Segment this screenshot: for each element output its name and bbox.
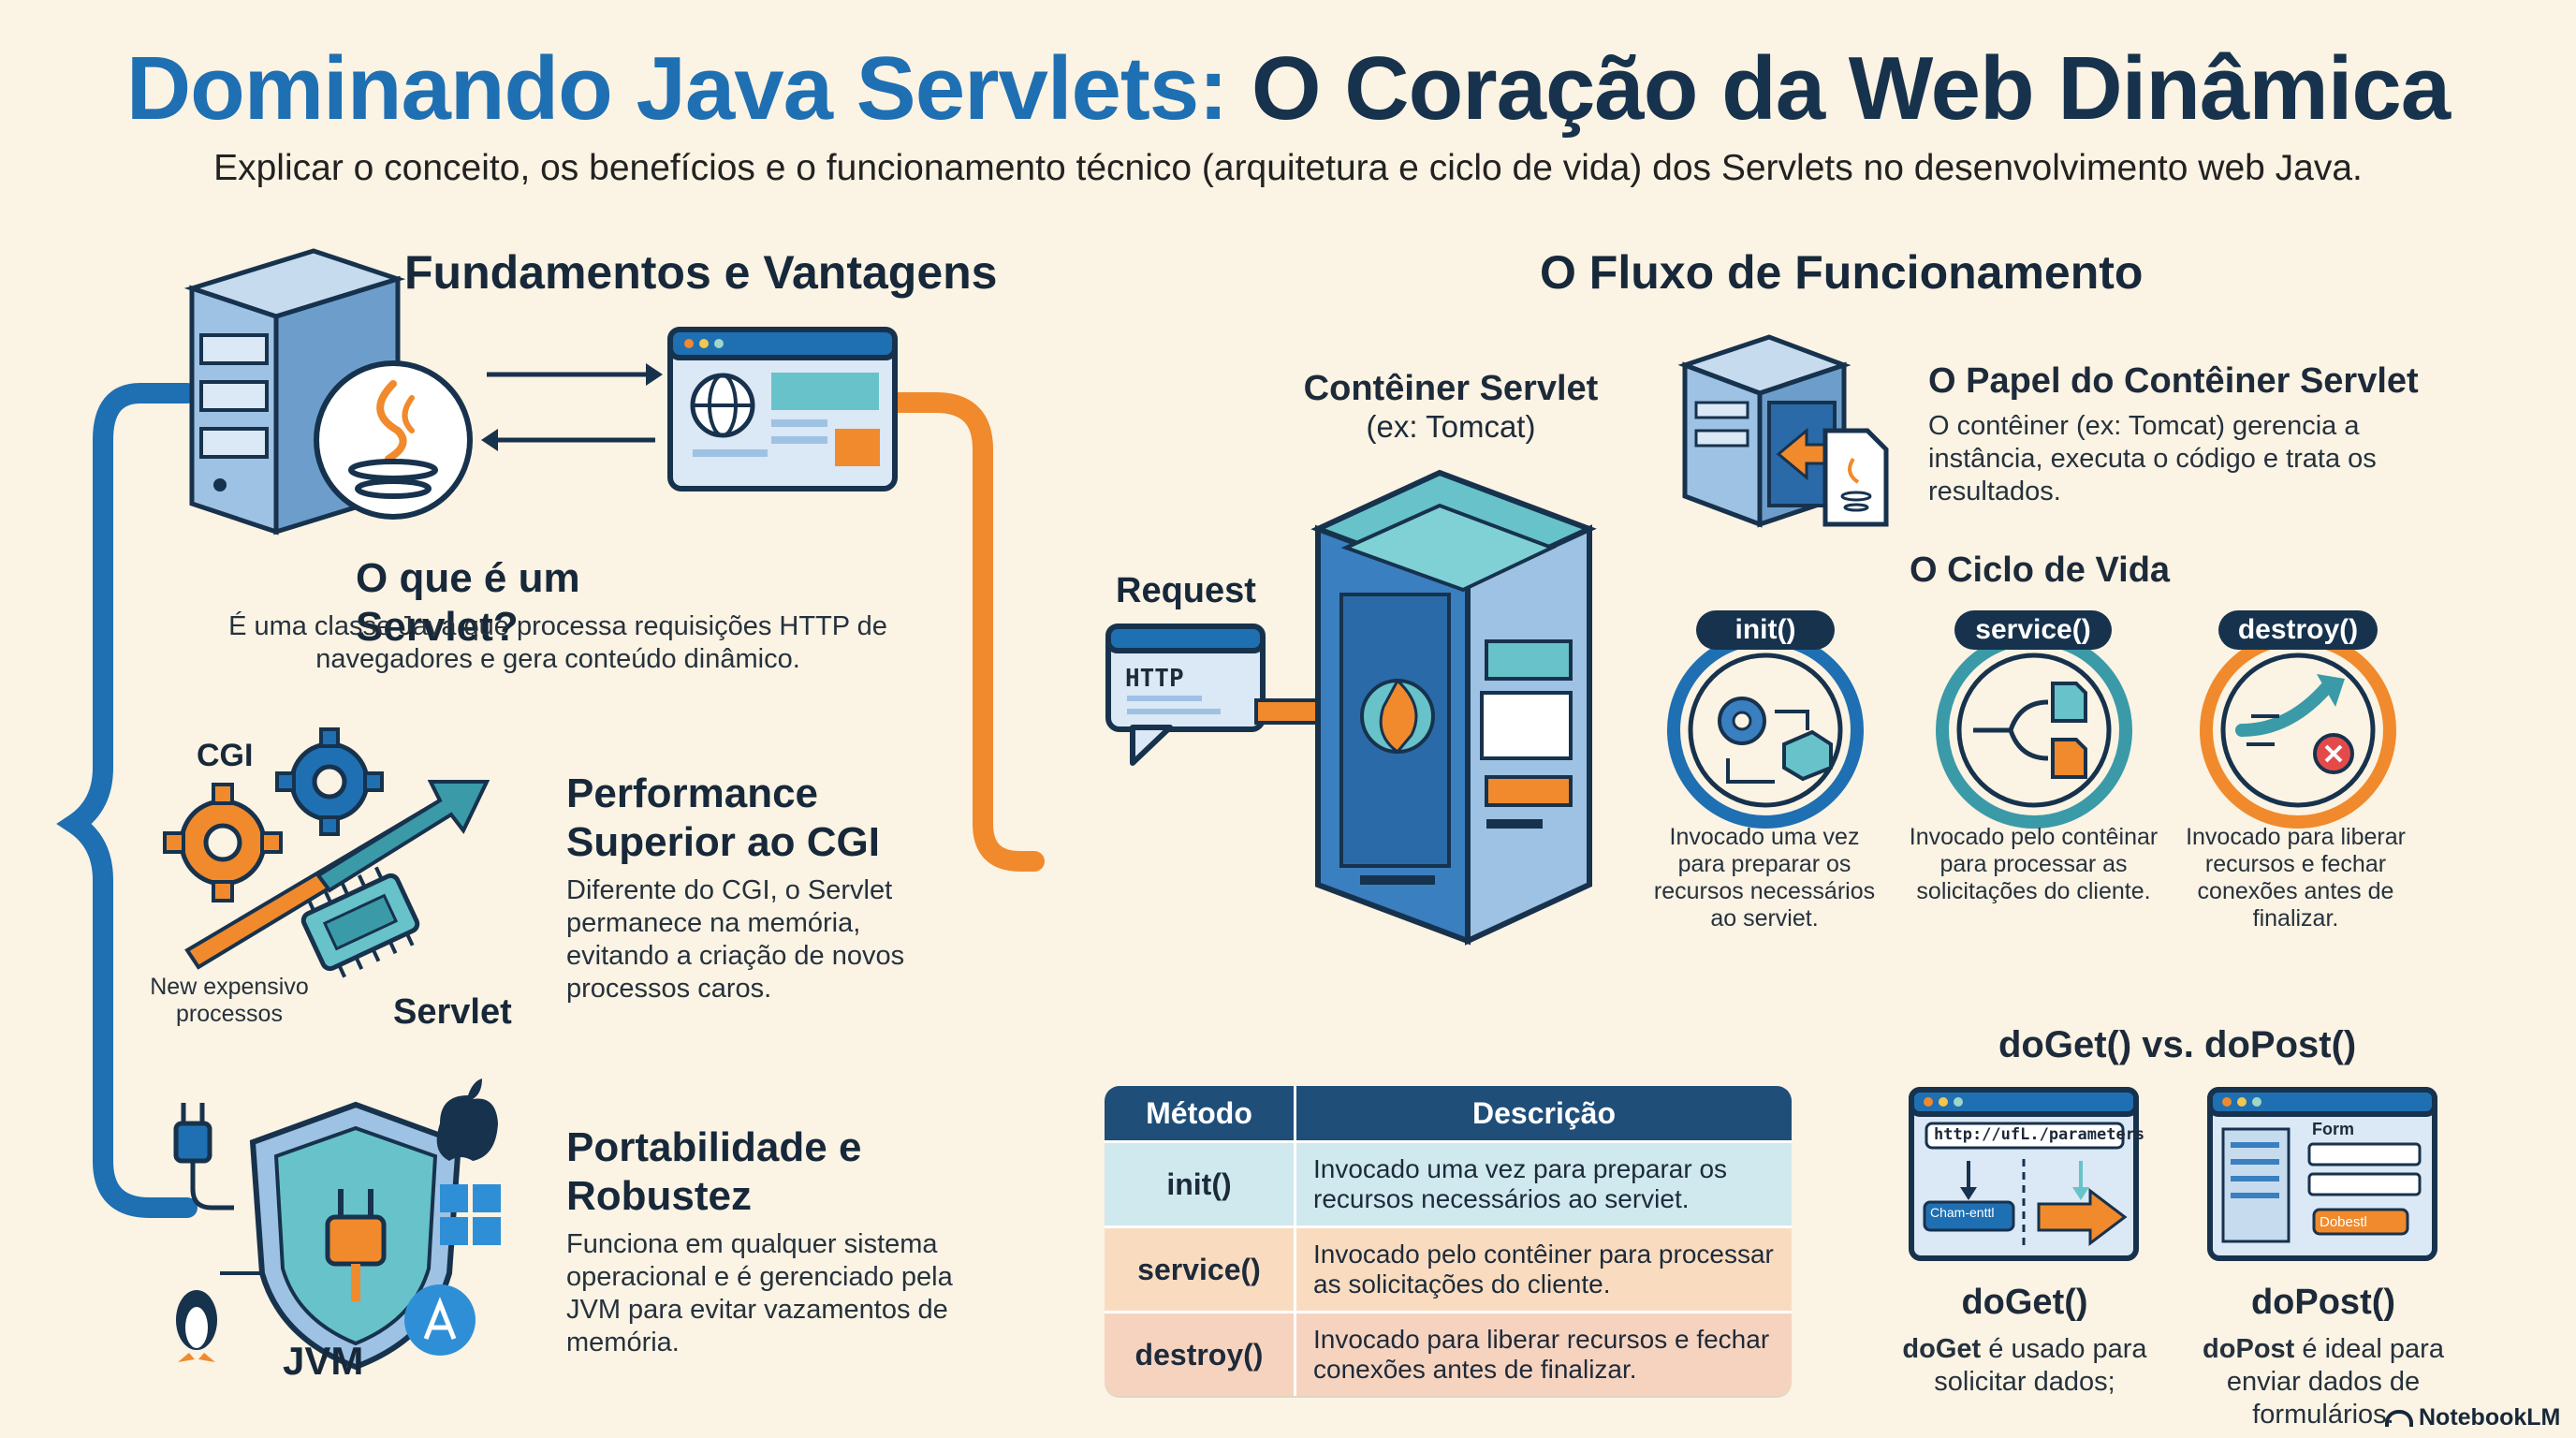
request-label: Request (1116, 571, 1256, 610)
portability-title: Portabilidade e Robustez (566, 1124, 862, 1219)
table-row: service() Invocado pelo contêiner para p… (1105, 1225, 1792, 1311)
java-icon (314, 360, 473, 520)
lifecycle-stage-2-text: Invocado para liberar recursos e fechar … (2186, 824, 2406, 932)
performance-text: Diferente do CGI, o Servlet permanece na… (566, 875, 905, 1004)
doget-description: doGet é usado para solicitar dados; (1898, 1333, 2151, 1399)
table-cell-description: Invocado pelo contêiner para processar a… (1313, 1240, 1774, 1299)
container-role-text: O contêiner (ex: Tomcat) gerencia a inst… (1928, 411, 2377, 506)
table-cell-description: Invocado uma vez para preparar os recurs… (1313, 1154, 1728, 1213)
table-cell-method: service() (1105, 1228, 1296, 1311)
jvm-label: JVM (283, 1339, 364, 1383)
table-header-description: Descrição (1472, 1095, 1616, 1130)
table-row: destroy() Invocado para liberar recursos… (1105, 1311, 1792, 1396)
dopost-description: doPost é ideal para enviar dados de form… (2169, 1333, 2478, 1431)
notebooklm-icon (2385, 1410, 2413, 1428)
table-row: init() Invocado uma vez para preparar os… (1105, 1140, 1792, 1225)
performance-illustration (163, 727, 490, 978)
doget-text: é usado para solicitar dados; (1934, 1334, 2147, 1397)
portability-text: Funciona em qualquer sistema operacional… (566, 1229, 953, 1357)
doget-button-label: Cham-enttl (1930, 1205, 1995, 1220)
what-servlet-text: É uma classe Java que processa requisiçõ… (228, 611, 887, 674)
table-header-method: Método (1105, 1086, 1296, 1140)
lifecycle-title: O Ciclo de Vida (1910, 550, 2171, 590)
brand-label: NotebookLM (2419, 1404, 2561, 1431)
container-role-title: O Papel do Contêiner Servlet (1928, 361, 2419, 401)
page-title: Dominando Java Servlets: O Coração da We… (0, 37, 2576, 140)
doget-bold-term: doGet (1902, 1334, 1982, 1364)
dopost-button-label: Dobestl (2320, 1214, 2367, 1230)
lifecycle-stage-1-text: Invocado pelo contêinar para processar a… (1909, 824, 2159, 904)
dopost-browser-icon (2207, 1087, 2437, 1261)
table-header: Método Descrição (1105, 1086, 1792, 1140)
dopost-title: doPost() (2250, 1283, 2396, 1322)
container-title: Contêiner Servlet (1303, 369, 1599, 408)
table-cell-method: destroy() (1105, 1313, 1296, 1396)
doget-url: http://ufL./parameters (1934, 1125, 2145, 1144)
performance-title: Performance Superior ao CGI (566, 770, 880, 865)
lifecycle-stage-1-pill: service() (1954, 610, 2112, 650)
container-caption: Contêiner Servlet (ex: Tomcat) (1292, 369, 1610, 445)
doget-browser-icon (1909, 1087, 2139, 1261)
lifecycle-init-icon (1667, 632, 1864, 829)
notebooklm-brand: NotebookLM (2385, 1404, 2560, 1431)
lifecycle-stage-0-pill: init() (1696, 610, 1835, 650)
portability-illustration (173, 1078, 501, 1371)
servlet-label: Servlet (393, 992, 512, 1032)
request-response-arrows (481, 363, 663, 451)
dopost-form-label: Form (2312, 1120, 2354, 1138)
left-heading: Fundamentos e Vantagens (404, 246, 998, 299)
doget-title: doGet() (1961, 1283, 2088, 1322)
title-part-1: Dominando Java Servlets: (125, 38, 1228, 139)
lifecycle-stage-0-text: Invocado uma vez para preparar os recurs… (1653, 824, 1876, 932)
title-part-2: O Coração da Web Dinâmica (1251, 38, 2451, 139)
lifecycle-stage-2-pill: destroy() (2218, 610, 2378, 650)
table-cell-method: init() (1105, 1143, 1296, 1225)
container-subtitle: (ex: Tomcat) (1366, 409, 1536, 444)
new-expensive-label: New expensivo processos (150, 974, 309, 1027)
cgi-label: CGI (197, 738, 254, 773)
http-request-bubble (1105, 624, 1266, 766)
lifecycle-service-icon (1936, 632, 2132, 829)
http-label: HTTP (1125, 665, 1184, 693)
dopost-text: é ideal para enviar dados de formulários… (2226, 1334, 2444, 1430)
right-heading: O Fluxo de Funcionamento (1540, 246, 2144, 299)
table-cell-description: Invocado para liberar recursos e fechar … (1313, 1325, 1770, 1384)
container-tower (1310, 469, 1597, 946)
compare-title: doGet() vs. doPost() (1998, 1024, 2357, 1065)
container-role-icon (1677, 334, 1889, 528)
page-subtitle: Explicar o conceito, os benefícios e o f… (213, 148, 2363, 188)
server-icon (183, 248, 406, 536)
methods-table: Método Descrição init() Invocado uma vez… (1105, 1086, 1792, 1396)
browser-icon (667, 327, 898, 492)
lifecycle-destroy-icon (2200, 632, 2396, 829)
what-servlet-title: O que é um Servlet? (356, 555, 580, 650)
dopost-bold-term: doPost (2203, 1334, 2295, 1364)
